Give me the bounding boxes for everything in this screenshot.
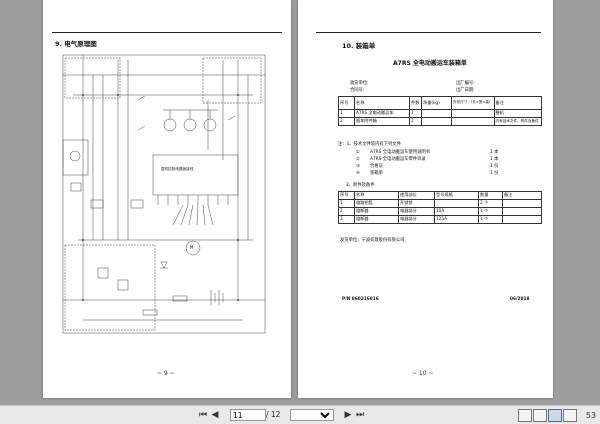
doc-num: ②: [356, 157, 360, 162]
header-cell: 净重(kg): [421, 96, 452, 110]
doc-qty: 1 份: [490, 171, 499, 176]
table-cell: 1 个: [478, 215, 503, 224]
header-cell: 型号规格: [434, 191, 479, 200]
section-title-packing: 10. 装箱单: [342, 42, 376, 50]
factory-date-label: 出厂日期:: [456, 88, 475, 93]
page-9: 9. 电气原理图: [43, 0, 291, 398]
parts-table: 序号 名称 使用部位 型号规格 数量 备注 1 电路钥匙 开锁锁 2 个 2 熔…: [338, 191, 542, 224]
table-row: 1 电路钥匙 开锁锁 2 个: [338, 199, 542, 208]
table-cell: 电器部分: [398, 215, 435, 224]
table-cell: 2: [338, 207, 355, 216]
table-cell: 电路钥匙: [354, 199, 399, 208]
table-cell: 2: [338, 117, 355, 126]
table-cell: [502, 215, 542, 224]
zoom-readout: 53: [585, 410, 597, 420]
table-cell: [502, 199, 542, 208]
factory-no-label: 出厂编号:: [456, 81, 475, 86]
table-cell: 1: [409, 117, 422, 126]
doc-name: A7RS 全电动搬运车零件目录: [370, 157, 426, 162]
doc-name: 合格证: [370, 164, 383, 169]
table-header-row: 序号 名称 使用部位 型号规格 数量 备注: [338, 191, 542, 200]
motor-label: M: [190, 245, 194, 250]
single-page-view-icon[interactable]: [518, 409, 532, 422]
prev-page-icon[interactable]: ◀: [211, 410, 219, 420]
doc-qty: 1 本: [490, 157, 499, 162]
table-header-row: 序号 名称 件数 净重(kg) 外形尺寸 （长×宽×高） 备注: [338, 96, 543, 110]
table-row: 2 随车附件箱 1 内有技术文件、附件及备件: [338, 117, 543, 126]
doc-date: 06/2018: [510, 297, 530, 302]
header-cell: 名称: [354, 191, 399, 200]
shipper-line: 发货单位：宁波如意股份有限公司: [340, 238, 405, 243]
table-cell: [421, 109, 452, 118]
table-cell: 整机: [493, 109, 543, 118]
doc-num: ③: [356, 164, 360, 169]
docs-heading: 注：1、技术文件袋内有下列文件: [338, 142, 401, 147]
header-cell: 外形尺寸 （长×宽×高）: [451, 96, 495, 110]
header-cell: 备注: [493, 96, 543, 110]
page-10: 10. 装箱单 A7RS 全电动搬运车装箱单 收货单位: 出厂编号: 合同号: …: [298, 0, 553, 398]
table-row: 2 熔断器 电器部分 10A 1 个: [338, 207, 542, 216]
part-number: P/N 860216016: [342, 297, 379, 302]
two-page-view-icon[interactable]: [548, 409, 562, 422]
table-cell: [451, 117, 495, 126]
header-rule: [316, 32, 541, 33]
table-cell: 1: [338, 199, 355, 208]
header-cell: 名称: [354, 96, 410, 110]
table-cell: 电器部分: [398, 207, 435, 216]
header-cell: 使用部位: [398, 191, 435, 200]
table-row: 3 熔断器 电器部分 125A 1 个: [338, 215, 542, 224]
doc-qty: 1 本: [490, 150, 499, 155]
two-page-continuous-view-icon[interactable]: [563, 409, 577, 422]
table-cell: 1: [338, 109, 355, 118]
header-cell: 序号: [338, 96, 355, 110]
table-cell: 3: [338, 215, 355, 224]
doc-num: ①: [356, 150, 360, 155]
next-page-icon[interactable]: ▶: [344, 410, 352, 420]
page-number: ~ 10 ~: [412, 370, 434, 377]
table-cell: 熔断器: [354, 207, 399, 216]
table-cell: [502, 207, 542, 216]
table-row: 1 A7RS 全电动搬运车 1 整机: [338, 109, 543, 118]
doc-num: ④: [356, 171, 360, 176]
table-cell: 125A: [434, 215, 479, 224]
first-page-icon[interactable]: ⏮: [198, 410, 208, 420]
page-total: / 12: [266, 410, 281, 419]
control-board-label: 整机控制电路板接线: [161, 167, 194, 171]
doc-qty: 1 份: [490, 164, 499, 169]
doc-name: 装箱单: [370, 171, 383, 176]
header-rule: [52, 32, 282, 33]
header-cell: 序号: [338, 191, 355, 200]
header-cell: 数量: [478, 191, 503, 200]
table-cell: [434, 199, 479, 208]
table-cell: 开锁锁: [398, 199, 435, 208]
parts-heading: 2、附件及备件: [346, 183, 375, 188]
receiver-label: 收货单位:: [350, 81, 369, 86]
last-page-icon[interactable]: ⏭: [355, 410, 365, 420]
viewer-toolbar: ⏮ ◀ / 12 ▶ ⏭ 53: [0, 405, 600, 424]
header-cell: 备注: [502, 191, 542, 200]
page-number: ~ 9 ~: [157, 370, 175, 377]
order-no-label: 合同号:: [350, 88, 365, 93]
table-cell: 熔断器: [354, 215, 399, 224]
table-cell: 1 个: [478, 207, 503, 216]
table-cell: 1: [409, 109, 422, 118]
page-number-input[interactable]: [230, 409, 266, 421]
continuous-view-icon[interactable]: [533, 409, 547, 422]
packing-list-title: A7RS 全电动搬运车装箱单: [393, 60, 467, 67]
doc-name: A7RS 全电动搬运车使用说明书: [370, 150, 431, 155]
table-cell: 10A: [434, 207, 479, 216]
electrical-schematic: [62, 54, 266, 334]
table-cell: [451, 109, 495, 118]
packing-table: 序号 名称 件数 净重(kg) 外形尺寸 （长×宽×高） 备注 1 A7RS 全…: [338, 96, 543, 126]
table-cell: 内有技术文件、附件及备件: [493, 117, 543, 126]
table-cell: 随车附件箱: [354, 117, 410, 126]
table-cell: A7RS 全电动搬运车: [354, 109, 410, 118]
header-cell: 件数: [409, 96, 422, 110]
section-title-electrical: 9. 电气原理图: [55, 40, 97, 48]
zoom-select[interactable]: [290, 409, 334, 421]
table-cell: [421, 117, 452, 126]
table-cell: 2 个: [478, 199, 503, 208]
